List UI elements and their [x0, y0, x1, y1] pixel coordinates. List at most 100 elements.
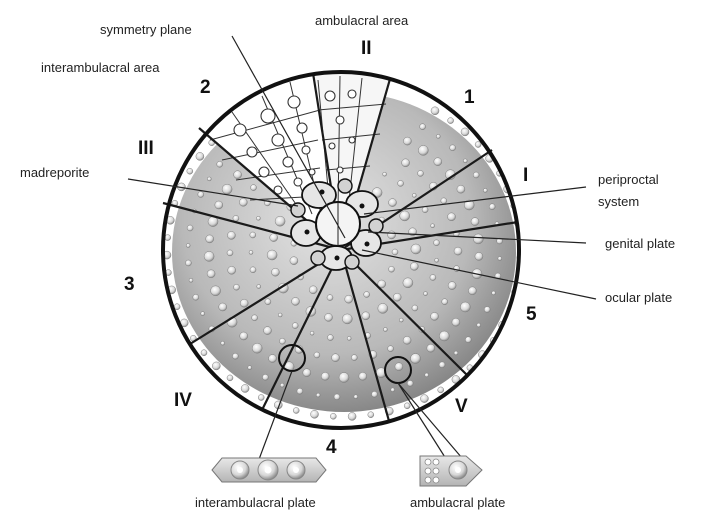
tubercle	[211, 286, 221, 296]
tubercle	[196, 152, 204, 160]
tubercle	[269, 355, 277, 363]
interambulacrum-2: 2	[200, 77, 211, 98]
tubercle	[221, 341, 225, 345]
tubercle	[434, 158, 442, 166]
tubercle	[257, 285, 261, 289]
tubercle	[248, 366, 252, 370]
tubercle	[448, 118, 454, 124]
tubercle	[420, 124, 426, 130]
tubercle	[492, 291, 496, 295]
tubercle	[359, 372, 367, 380]
ambulacrum-II: II	[361, 38, 372, 59]
tubercle	[431, 224, 435, 228]
tubercle	[364, 292, 370, 298]
tubercle	[187, 225, 193, 231]
tubercle	[452, 318, 460, 326]
tubercle	[454, 351, 458, 355]
tubercle	[240, 299, 248, 307]
tubercle	[403, 137, 411, 145]
tubercle	[327, 335, 333, 341]
tubercle	[475, 252, 483, 260]
tubercle	[252, 315, 258, 321]
tubercle	[292, 297, 300, 305]
tubercle	[471, 218, 479, 226]
tubercle	[189, 278, 193, 282]
tubercle	[454, 247, 462, 255]
tubercle	[418, 170, 424, 176]
tubercle	[407, 380, 413, 386]
tubercle	[427, 344, 435, 352]
tubercle	[342, 314, 352, 324]
tubercle	[395, 363, 403, 371]
label-ambulacral-area: ambulacral area	[315, 13, 409, 28]
tubercle	[165, 235, 171, 241]
tubercle	[303, 369, 311, 377]
interambulacrum-5: 5	[526, 304, 537, 325]
tubercle	[201, 350, 207, 356]
tubercle	[425, 373, 429, 377]
tubercle	[227, 375, 233, 381]
tubercle	[431, 107, 439, 115]
interambulacrum-1: 1	[464, 87, 475, 108]
label-ambulacral-plate: ambulacral plate	[410, 495, 505, 510]
tubercle	[193, 294, 199, 300]
tubercle	[400, 211, 410, 221]
tubercle	[483, 188, 487, 192]
tubercle	[388, 231, 396, 239]
tubercle	[262, 374, 268, 380]
tubercle	[457, 185, 465, 193]
tubercle	[475, 142, 481, 148]
tubercle	[448, 282, 456, 290]
tubercle	[309, 286, 317, 294]
tubercle	[398, 180, 404, 186]
tubercle	[368, 412, 374, 418]
tubercle	[265, 299, 271, 305]
tubercle	[292, 323, 298, 329]
tubercle	[279, 338, 285, 344]
tubercle	[233, 215, 239, 221]
tubercle	[438, 387, 444, 393]
tubercle	[204, 251, 214, 261]
tubercle	[251, 185, 257, 191]
tubercle	[227, 231, 235, 239]
tubercle	[403, 278, 413, 288]
label-ocular-plate: ocular plate	[605, 290, 672, 305]
tubercle	[187, 168, 193, 174]
tubercle	[270, 234, 278, 242]
label-interambulacral-plate: interambulacral plate	[195, 495, 316, 510]
label-periproctal-line2: system	[598, 194, 639, 209]
tubercle	[316, 393, 320, 397]
tubercle	[362, 312, 370, 320]
tubercle	[234, 284, 240, 290]
tubercle	[207, 177, 211, 181]
tubercle	[439, 331, 449, 341]
tubercle	[293, 408, 299, 414]
tubercle	[267, 250, 277, 260]
tubercle	[354, 395, 358, 399]
tubercle	[327, 295, 333, 301]
tubercle	[383, 172, 387, 176]
tubercle	[186, 244, 190, 248]
tubercle	[252, 343, 262, 353]
tubercle	[239, 198, 247, 206]
tubercle	[311, 410, 319, 418]
tubercle	[450, 145, 456, 151]
tubercle	[431, 312, 439, 320]
tubercle	[330, 413, 336, 419]
tubercle	[412, 305, 418, 311]
tubercle	[241, 385, 249, 393]
tubercle	[339, 373, 349, 383]
tubercle	[207, 270, 215, 278]
tubercle	[217, 161, 223, 167]
tubercle	[441, 198, 447, 204]
tubercle	[325, 313, 333, 321]
tubercle	[321, 372, 329, 380]
tubercle	[424, 292, 428, 296]
label-symmetry-plane: symmetry plane	[100, 22, 192, 37]
tubercle	[477, 323, 481, 327]
tubercle	[228, 266, 236, 274]
tubercle	[383, 328, 387, 332]
tubercle	[391, 388, 395, 392]
tubercle	[402, 159, 410, 167]
